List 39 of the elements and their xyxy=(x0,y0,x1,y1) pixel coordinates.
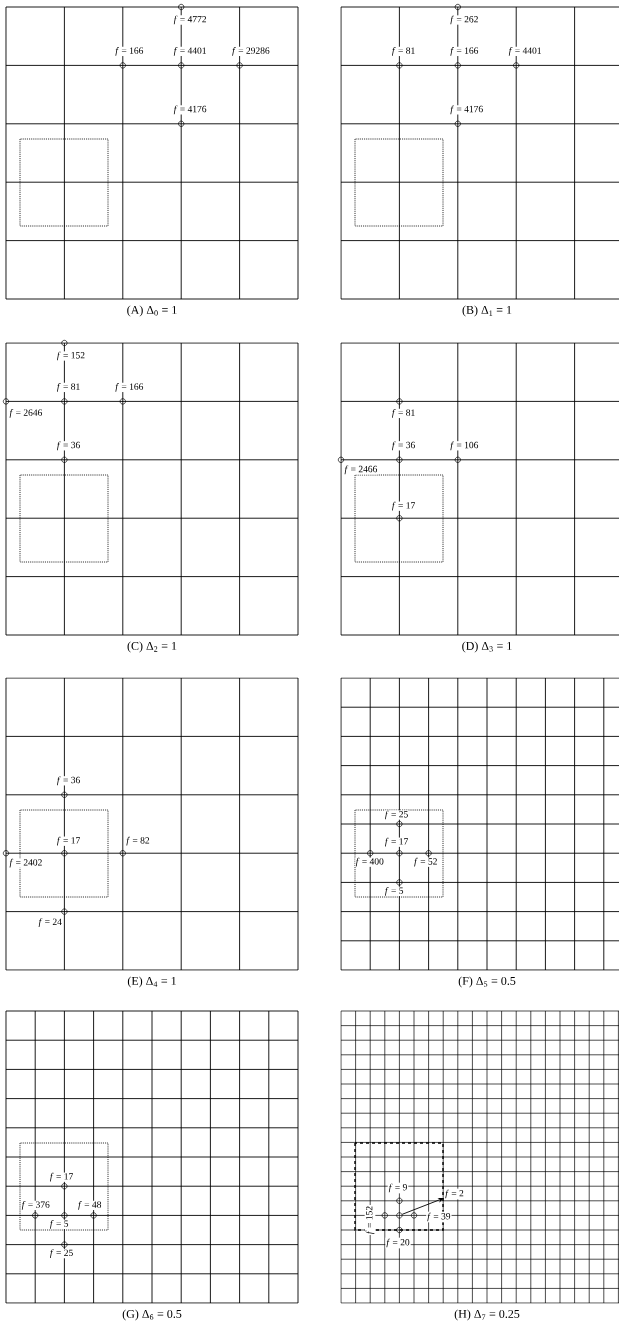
value-label: f = 29286 xyxy=(231,46,270,57)
value-label: f = 2646 xyxy=(9,408,43,419)
panel-caption: (G) Δ$_{6}$ = 0.5 xyxy=(122,1309,182,1321)
value-label: f = 262 xyxy=(450,15,479,25)
value-label: f = 24 xyxy=(38,917,63,928)
value-label: f = 17 xyxy=(49,1172,74,1182)
panel-caption: (H) Δ$_{7}$ = 0.25 xyxy=(454,1309,520,1321)
value-label: f = 48 xyxy=(77,1200,102,1211)
value-label: f = 81 xyxy=(56,382,81,393)
value-label: f = 2402 xyxy=(9,858,43,868)
value-label: f = 166 xyxy=(450,46,479,57)
value-label: f = 81 xyxy=(391,408,416,419)
value-label: f = 376 xyxy=(21,1200,51,1211)
value-label: f = 81 xyxy=(391,46,416,57)
panel-caption: (B) Δ$_{1}$ = 1 xyxy=(462,305,512,317)
value-label: f = 36 xyxy=(391,441,416,451)
value-label: f = 17 xyxy=(56,836,81,846)
value-label: f = 4176 xyxy=(173,105,207,115)
value-label: f = 36 xyxy=(56,776,81,786)
value-label: f = 106 xyxy=(450,441,479,451)
value-label: f = 166 xyxy=(115,46,144,57)
value-label: f = 4772 xyxy=(173,15,207,25)
panel-caption: (C) Δ$_{2}$ = 1 xyxy=(127,641,177,653)
value-label: f = 20 xyxy=(385,1237,411,1249)
value-label: f = 152 xyxy=(56,351,86,361)
panel-caption: (E) Δ$_{4}$ = 1 xyxy=(127,976,176,988)
panel-caption: (D) Δ$_{3}$ = 1 xyxy=(462,641,512,653)
value-label: f = 166 xyxy=(115,382,144,393)
panel-caption: (A) Δ$_{0}$ = 1 xyxy=(127,305,177,317)
value-label: f = 4401 xyxy=(173,46,207,57)
value-label: f = 82 xyxy=(126,836,150,846)
panel-caption: (F) Δ$_{5}$ = 0.5 xyxy=(458,976,516,988)
value-label: f = 2 xyxy=(444,1188,465,1200)
value-label: f = 4401 xyxy=(508,46,542,57)
value-label: f = 5 xyxy=(49,1219,69,1230)
value-label: f = 25 xyxy=(49,1248,74,1259)
value-label: f = 4176 xyxy=(450,105,484,115)
value-label: f = 36 xyxy=(56,441,81,451)
value-label: f = 2466 xyxy=(344,465,378,475)
